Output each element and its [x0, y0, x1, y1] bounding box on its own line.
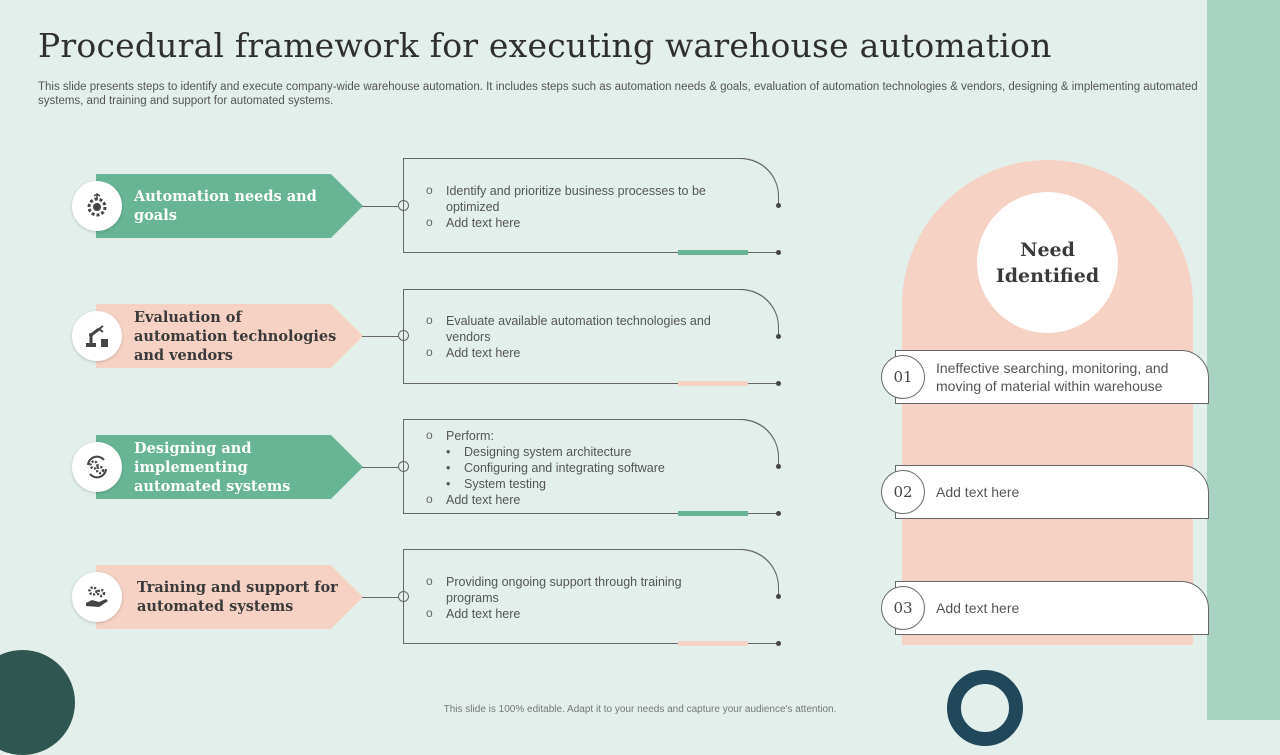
step-2-content: Evaluate available automation technologi… [426, 312, 716, 361]
step-2-connector [362, 336, 400, 337]
need-number-2: 02 [881, 470, 925, 514]
step-1-box: Identify and prioritize business process… [403, 158, 781, 255]
need-number-3: 03 [881, 586, 925, 630]
gears-cycle-icon [87, 455, 107, 479]
sub-list-item: Configuring and integrating software [426, 460, 716, 476]
list-item: Perform: [426, 427, 716, 444]
list-item: Providing ongoing support through traini… [426, 573, 716, 606]
need-title: Need Identified [995, 238, 1100, 287]
step-1-accent [678, 250, 748, 255]
sub-list-item: Designing system architecture [426, 444, 716, 460]
step-3-accent [678, 511, 748, 516]
step-4-content: Providing ongoing support through traini… [426, 573, 716, 622]
step-2-icon-circle [72, 311, 122, 361]
need-card-1: Ineffective searching, monitoring, and m… [895, 350, 1209, 404]
step-3-icon-circle [72, 442, 122, 492]
step-1-label: Automation needs and goals [134, 188, 317, 224]
need-card-3: Add text here [895, 581, 1209, 635]
step-3-box: Perform: Designing system architecture C… [403, 419, 781, 516]
step-1-icon-circle [72, 181, 122, 231]
need-card-text: Ineffective searching, monitoring, and m… [936, 360, 1169, 394]
step-4-box: Providing ongoing support through traini… [403, 549, 781, 646]
list-item: Identify and prioritize business process… [426, 182, 716, 215]
right-accent-band [1207, 0, 1280, 720]
step-3-connector [362, 467, 400, 468]
step-4-label: Training and support for automated syste… [137, 579, 338, 615]
page-title: Procedural framework for executing wareh… [38, 26, 1052, 65]
step-1-connector [362, 206, 400, 207]
step-4-accent [678, 641, 748, 646]
need-card-2: Add text here [895, 465, 1209, 519]
need-title-circle: Need Identified [977, 192, 1118, 333]
page-subtitle: This slide presents steps to identify an… [38, 81, 1198, 107]
decorative-circle [0, 650, 75, 755]
list-item: Evaluate available automation technologi… [426, 312, 716, 345]
step-2-arrow: Evaluation of automation technologies an… [96, 304, 363, 368]
gear-target-icon [87, 193, 107, 217]
sub-list-item: System testing [426, 476, 716, 492]
step-2-accent [678, 381, 748, 386]
list-item: Add text here [426, 491, 716, 508]
step-3-content: Perform: Designing system architecture C… [426, 427, 716, 508]
list-item: Add text here [426, 605, 716, 622]
list-item: Add text here [426, 344, 716, 361]
list-item: Add text here [426, 214, 716, 231]
step-4-connector [362, 597, 400, 598]
step-3-label: Designing and implementing automated sys… [134, 439, 291, 495]
step-1-content: Identify and prioritize business process… [426, 182, 716, 231]
hand-gears-icon [86, 586, 108, 607]
need-card-text: Add text here [936, 600, 1020, 616]
need-number-1: 01 [881, 355, 925, 399]
step-2-box: Evaluate available automation technologi… [403, 289, 781, 386]
step-4-icon-circle [72, 572, 122, 622]
step-1-arrow: Automation needs and goals [96, 174, 363, 238]
step-2-label: Evaluation of automation technologies an… [134, 308, 337, 364]
need-card-text: Add text here [936, 484, 1020, 500]
robot-arm-icon [86, 325, 108, 347]
footer-note: This slide is 100% editable. Adapt it to… [443, 704, 837, 715]
step-3-arrow: Designing and implementing automated sys… [96, 435, 363, 499]
step-4-arrow: Training and support for automated syste… [96, 565, 363, 629]
